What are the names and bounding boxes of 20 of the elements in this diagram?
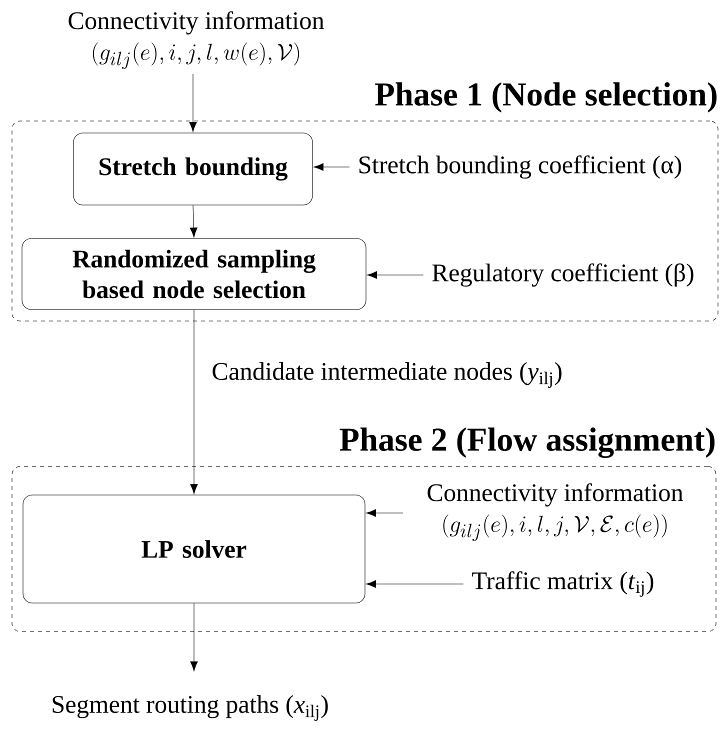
process-box: LP solver: [22, 494, 366, 604]
process-box: Randomized sampling based node selection: [22, 238, 366, 310]
arrow: [190, 205, 198, 238]
arrow: [366, 580, 464, 588]
arrow: [189, 74, 197, 132]
input-label: Regulatory coefficient (β): [432, 263, 694, 287]
node-label: Phase 2 (Flow assignment): [340, 427, 715, 458]
edge-label: Candidate intermediate nodes (y$_{ilj}$): [212, 362, 562, 388]
arrow: [190, 310, 198, 494]
input-label: Connectivity information $(g_{ilj}(e),i,l,j,\mathcal{V},\mathcal{E},c(e))$: [428, 483, 684, 541]
arrow: [366, 509, 404, 517]
output-label: Segment routing paths (x$_{ilj}$): [52, 695, 328, 721]
arrow: [190, 603, 198, 672]
process-box: Stretch bounding: [73, 132, 313, 206]
input-label: Connectivity information $(g_{ilj}(e),i,j,l,w(e),\mathcal{V})$: [68, 11, 324, 69]
arrow: [314, 163, 350, 171]
node-label: Phase 1 (Node selection): [375, 82, 717, 112]
input-label: Traffic matrix (t$_{ij}$): [472, 571, 654, 597]
input-label: Stretch bounding coefficient (α): [359, 155, 682, 179]
arrow: [367, 271, 424, 279]
